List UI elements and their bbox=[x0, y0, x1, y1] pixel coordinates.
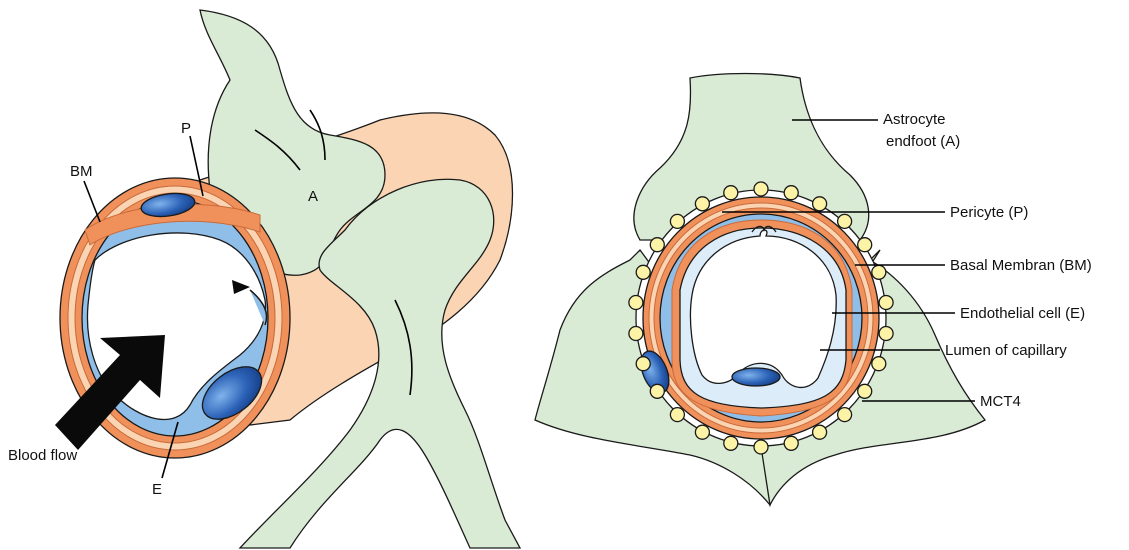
label-basal-membrane: Basal Membran (BM) bbox=[950, 257, 1092, 274]
mct4-dot bbox=[813, 197, 827, 211]
mct4-dot bbox=[784, 186, 798, 200]
left-panel: P BM A Blood flow E bbox=[8, 10, 520, 548]
label-blood-flow: Blood flow bbox=[8, 447, 77, 464]
mct4-dot bbox=[838, 408, 852, 422]
mct4-dot bbox=[784, 436, 798, 450]
mct4-dot bbox=[879, 296, 893, 310]
mct4-dot bbox=[754, 182, 768, 196]
mct4-dot bbox=[650, 238, 664, 252]
mct4-dot bbox=[670, 214, 684, 228]
right-panel: Astrocyte endfoot (A) Pericyte (P) Basal… bbox=[535, 74, 1092, 506]
label-e: E bbox=[152, 481, 162, 498]
label-a: A bbox=[308, 188, 318, 205]
mct4-dot bbox=[724, 186, 738, 200]
label-pericyte: Pericyte (P) bbox=[950, 204, 1028, 221]
mct4-dot bbox=[838, 214, 852, 228]
leader-bm bbox=[84, 181, 100, 222]
mct4-dot bbox=[813, 425, 827, 439]
label-astrocyte-1: Astrocyte bbox=[883, 111, 946, 128]
mct4-dot bbox=[629, 296, 643, 310]
label-astrocyte-2: endfoot (A) bbox=[886, 133, 960, 150]
label-p: P bbox=[181, 120, 191, 137]
label-bm: BM bbox=[70, 163, 93, 180]
mct4-dot bbox=[754, 440, 768, 454]
mct4-dot bbox=[670, 408, 684, 422]
label-lumen: Lumen of capillary bbox=[945, 342, 1067, 359]
mct4-dot bbox=[724, 436, 738, 450]
label-mct4: MCT4 bbox=[980, 393, 1021, 410]
mct4-dot bbox=[872, 265, 886, 279]
mct4-dot bbox=[879, 327, 893, 341]
mct4-dot bbox=[872, 357, 886, 371]
mct4-dot bbox=[629, 327, 643, 341]
mct4-dot bbox=[650, 384, 664, 398]
mct4-dot bbox=[636, 357, 650, 371]
mct4-dot bbox=[858, 238, 872, 252]
mct4-dot bbox=[695, 425, 709, 439]
mct4-dot bbox=[695, 197, 709, 211]
label-endothelial: Endothelial cell (E) bbox=[960, 305, 1085, 322]
mct4-dot bbox=[858, 384, 872, 398]
mct4-dot bbox=[636, 265, 650, 279]
endothelial-nucleus-cross bbox=[732, 368, 780, 386]
